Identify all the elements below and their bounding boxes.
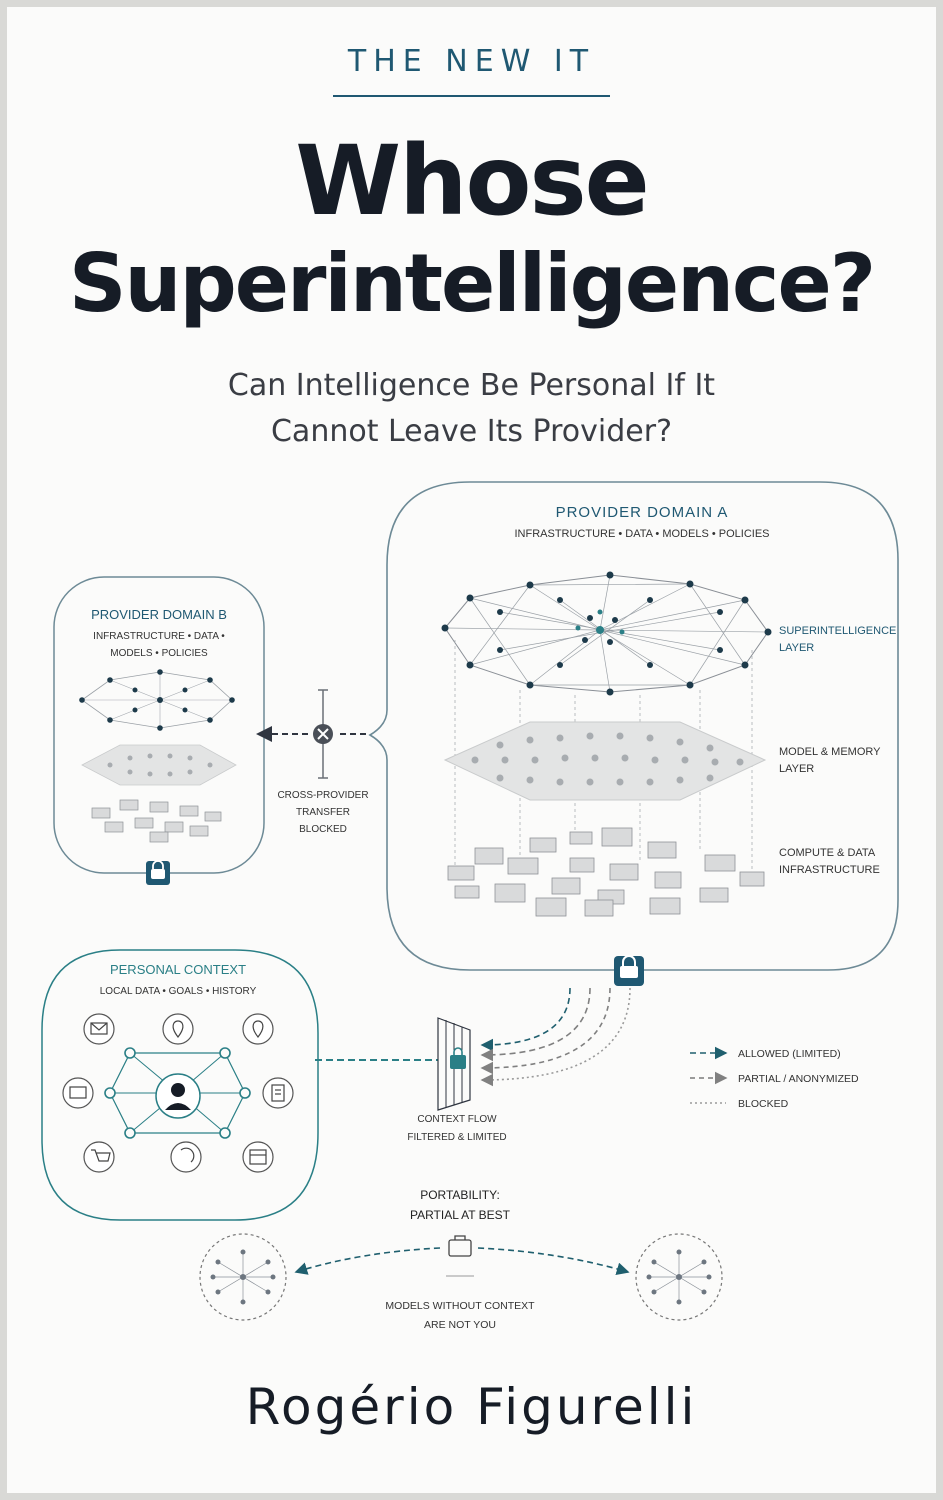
context-flow-label-1: CONTEXT FLOW: [417, 1114, 497, 1125]
brain-icon: [170, 1141, 202, 1173]
legend-label-partial: PARTIAL / ANONYMIZED: [738, 1073, 859, 1085]
portability-diagram: [199, 1233, 723, 1321]
provider-domain-b-frame: [53, 576, 265, 885]
subtitle-line-1: Can Intelligence Be Personal If It: [227, 368, 716, 403]
model-memory-layer: [443, 721, 767, 801]
layer-label-3a: COMPUTE & DATA: [779, 847, 876, 859]
transfer-label-3: BLOCKED: [299, 824, 347, 835]
location-pin-icon: [162, 1013, 194, 1045]
compute-data-blocks: [447, 827, 765, 917]
author-name: Rogério Figurelli: [245, 1378, 698, 1436]
portability-label-1: PORTABILITY:: [420, 1188, 500, 1202]
series-divider: [333, 95, 610, 97]
transfer-label-2: TRANSFER: [296, 807, 350, 818]
provider-b-subtitle-2: MODELS • POLICIES: [110, 648, 208, 659]
layer-label-2b: LAYER: [779, 763, 814, 775]
personal-subtitle: LOCAL DATA • GOALS • HISTORY: [100, 986, 257, 997]
context-flow-arrows: [480, 987, 631, 1087]
layer-label-1a: SUPERINTELLIGENCE: [779, 625, 896, 637]
context-flow-label-2: FILTERED & LIMITED: [407, 1132, 506, 1143]
portability-label-2: PARTIAL AT BEST: [410, 1208, 511, 1222]
mail-icon: [83, 1013, 115, 1045]
transfer-label-1: CROSS-PROVIDER: [277, 790, 368, 801]
lock-icon: [450, 1055, 466, 1069]
document-icon: [262, 1077, 294, 1109]
briefcase-icon: [448, 1239, 472, 1257]
provider-b-subtitle-1: INFRASTRUCTURE • DATA •: [93, 631, 225, 642]
series-label: THE NEW IT: [347, 44, 596, 79]
subtitle-line-2: Cannot Leave Its Provider?: [270, 414, 672, 449]
layer-label-3b: INFRASTRUCTURE: [779, 864, 880, 876]
model-node-right: [635, 1233, 723, 1321]
legend: ALLOWED (LIMITED) PARTIAL / ANONYMIZED B…: [690, 1046, 859, 1110]
layer-label-1b: LAYER: [779, 642, 814, 654]
provider-domain-a-frame: [368, 481, 899, 986]
provider-b-title: PROVIDER DOMAIN B: [91, 607, 227, 622]
personal-context-frame: [41, 949, 319, 1221]
provider-b-network: [79, 669, 237, 843]
superintelligence-layer-network: [441, 571, 772, 696]
model-node-left: [199, 1233, 287, 1321]
portability-caption-1: MODELS WITHOUT CONTEXT: [385, 1300, 535, 1312]
context-flow-gate: [315, 1017, 471, 1111]
layer-label-2a: MODEL & MEMORY: [779, 746, 881, 758]
location-pin-icon: [242, 1013, 274, 1045]
portability-caption-2: ARE NOT YOU: [424, 1319, 496, 1331]
title-line-2: Superintelligence?: [68, 237, 876, 330]
legend-label-blocked: BLOCKED: [738, 1098, 789, 1110]
legend-label-allowed: ALLOWED (LIMITED): [738, 1048, 841, 1060]
chat-icon: [62, 1077, 94, 1109]
cross-provider-connector: [256, 689, 366, 779]
provider-a-title: PROVIDER DOMAIN A: [556, 504, 729, 521]
personal-context-network: [62, 1013, 294, 1173]
provider-a-subtitle: INFRASTRUCTURE • DATA • MODELS • POLICIE…: [514, 528, 769, 540]
personal-title: PERSONAL CONTEXT: [110, 962, 246, 977]
title-line-1: Whose: [295, 125, 649, 237]
calendar-icon: [242, 1141, 274, 1173]
